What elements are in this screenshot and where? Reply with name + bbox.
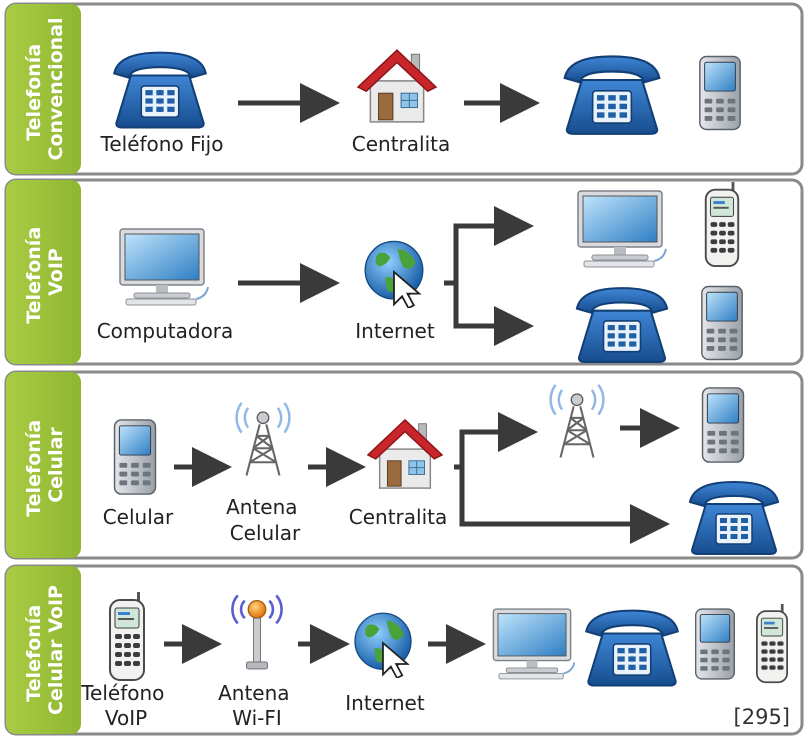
panel-title: Telefonía Celular VoIP [23, 585, 67, 715]
label-antena-wifi: Antena Wi-FI [218, 681, 296, 730]
desk-phone-icon [563, 55, 661, 135]
branch-arrow [459, 467, 670, 544]
label-celular: Celular [103, 505, 174, 529]
label-antena-celular: Antena Celular [226, 495, 304, 545]
panel-telefonia-voip: Telefonía VoIP Computadora Internet [4, 178, 804, 366]
panel-tab [6, 372, 81, 558]
panel-tab [6, 4, 81, 174]
panel-title: Telefonía Convencional [23, 17, 67, 160]
panel-title: Telefonía VoIP [23, 220, 67, 324]
smartphone-icon [694, 608, 736, 680]
citation-label: [295] [734, 705, 790, 729]
feature-phone-icon [704, 182, 740, 268]
panel-telefonia-convencional: Telefonía Convencional Teléfono Fijo Cen… [4, 2, 804, 176]
label-telefono-voip: Teléfono VoIP [80, 681, 171, 730]
desk-phone-icon [575, 287, 669, 363]
smartphone-icon [699, 55, 741, 131]
smartphone-icon [701, 387, 745, 463]
desk-phone-icon [689, 481, 779, 555]
label-centralita: Centralita [349, 505, 447, 529]
branch-arrow [453, 283, 534, 346]
label-internet: Internet [355, 319, 435, 343]
panel-tab [6, 566, 81, 734]
panel-tab [6, 180, 81, 364]
branch-arrow [454, 412, 538, 470]
branch-arrow [444, 206, 534, 286]
feature-phone-icon [755, 604, 789, 684]
label-centralita: Centralita [352, 132, 450, 156]
desk-phone-icon [585, 609, 679, 687]
panel-title: Telefonía Celular [23, 413, 67, 517]
label-internet: Internet [345, 691, 425, 715]
label-telefono-fijo: Teléfono Fijo [100, 132, 224, 156]
panel-telefonia-celular-voip: Telefonía Celular VoIP Teléfono VoIP Ant… [4, 564, 804, 736]
smartphone-icon [113, 419, 157, 495]
label-computadora: Computadora [97, 319, 234, 343]
desk-phone-icon [113, 51, 207, 129]
smartphone-icon [701, 285, 743, 361]
feature-phone-icon [108, 592, 146, 682]
panel-telefonia-celular: Telefonía Celular Celular Antena Celular… [4, 370, 804, 560]
